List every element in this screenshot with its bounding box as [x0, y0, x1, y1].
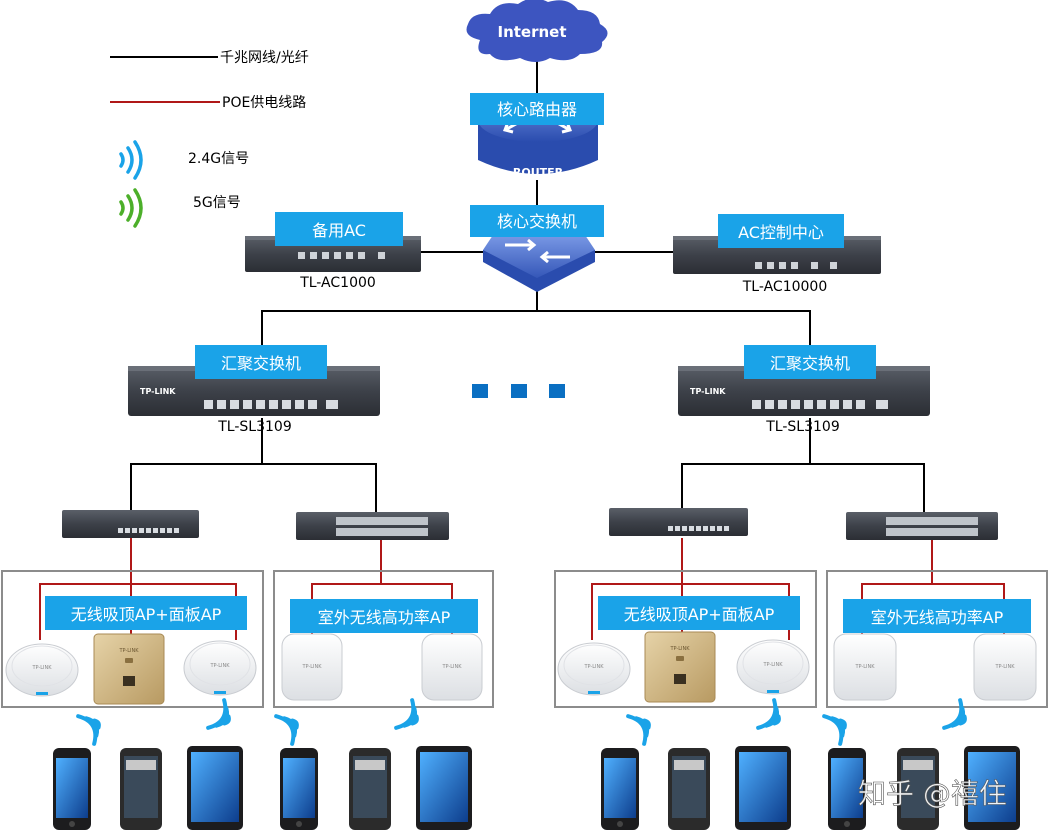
svg-text:TP-LINK: TP-LINK	[441, 664, 462, 670]
core-switch: 核心交换机	[470, 205, 604, 292]
svg-text:TP-LINK: TP-LINK	[762, 662, 783, 668]
smartphone-icon	[53, 748, 91, 830]
tablet-icon	[416, 746, 472, 830]
legend-poe-label: POE供电线路	[222, 95, 306, 111]
wifi-24g-icon	[394, 698, 419, 730]
ceiling-left-label: 无线吸顶AP+面板AP	[71, 605, 222, 624]
agg-right-label-box	[744, 345, 876, 379]
outdoor-right-label: 室外无线高功率AP	[871, 608, 1004, 627]
legend-24g-label: 2.4G信号	[188, 151, 249, 167]
more-dots	[472, 384, 565, 398]
smartphone-icon	[349, 748, 391, 830]
svg-text:TP-LINK: TP-LINK	[118, 648, 139, 654]
access-switch-2	[296, 512, 449, 540]
ethernet-links	[130, 55, 925, 512]
wifi-24g-icon	[822, 714, 847, 746]
client-devices	[53, 746, 1020, 830]
agg-right-model: TL-SL3109	[765, 419, 839, 435]
router-badge: ROUTER	[513, 166, 564, 179]
ceiling-ap: TP-LINK	[5, 643, 79, 697]
backup-ac-label-box	[275, 212, 403, 246]
ceiling-left-label-box	[45, 596, 247, 630]
smartphone-icon	[280, 748, 318, 830]
outdoor-right-label-box	[843, 599, 1031, 633]
wifi-24g-icon	[626, 714, 651, 746]
outdoor-left-label-box	[290, 599, 478, 633]
ceiling-right-label: 无线吸顶AP+面板AP	[624, 605, 775, 624]
backup-ac-label: 备用AC	[312, 221, 366, 240]
panel-ap: TP-LINK	[644, 631, 716, 703]
ap-group-ceiling-right	[554, 570, 817, 708]
svg-text:TP-LINK: TP-LINK	[994, 664, 1015, 670]
ceiling-right-label-box	[598, 596, 800, 630]
ac-control-center: AC控制中心 TL-AC10000	[673, 214, 881, 295]
ap-group-ceiling-left	[1, 570, 264, 708]
core-switch-label-box	[470, 205, 604, 237]
outdoor-left-label: 室外无线高功率AP	[318, 608, 451, 627]
agg-right-brand: TP-LINK	[690, 387, 726, 396]
svg-text:TP-LINK: TP-LINK	[669, 646, 690, 652]
backup-ac: 备用AC TL-AC1000	[245, 212, 421, 291]
ac-center-model: TL-AC10000	[742, 279, 828, 295]
router-label: 核心路由器	[497, 100, 577, 119]
smartphone-icon	[601, 748, 639, 830]
access-switch-1	[62, 510, 199, 538]
legend-5g-label: 5G信号	[193, 195, 241, 211]
tablet-icon	[735, 746, 791, 830]
internet-cloud: Internet	[466, 0, 608, 62]
watermark: 知乎 @禧住	[858, 777, 1007, 810]
ac-center-label-box	[718, 214, 844, 248]
legend: 千兆网线/光纤 POE供电线路 2.4G信号 5G信号	[110, 50, 309, 228]
agg-left-label-box	[195, 345, 327, 379]
outdoor-ap: TP-LINK	[281, 633, 343, 701]
ap-group-outdoor-left	[273, 570, 494, 708]
tablet-icon	[964, 746, 1020, 830]
agg-left-brand: TP-LINK	[140, 387, 176, 396]
wifi-24g-icon	[942, 698, 967, 730]
ap-group-outdoor-right	[826, 570, 1048, 708]
wifi-signal-icons	[76, 698, 967, 746]
agg-left-label: 汇聚交换机	[221, 354, 301, 373]
wifi-24g-icon	[274, 714, 299, 746]
internet-label: Internet	[497, 23, 566, 41]
access-switch-4	[846, 512, 998, 540]
wifi-24g-icon	[756, 698, 781, 730]
panel-ap: TP-LINK	[93, 633, 165, 705]
agg-left-model: TL-SL3109	[217, 419, 291, 435]
svg-text:TP-LINK: TP-LINK	[583, 664, 604, 670]
smartphone-icon	[897, 748, 939, 830]
smartphone-icon	[120, 748, 162, 830]
ceiling-ap: TP-LINK	[557, 642, 631, 696]
legend-ethernet-label: 千兆网线/光纤	[220, 50, 309, 66]
outdoor-ap: TP-LINK	[973, 633, 1037, 701]
wifi-24g-icon	[119, 140, 143, 180]
tablet-icon	[187, 746, 243, 830]
agg-right-label: 汇聚交换机	[770, 354, 850, 373]
ac-center-label: AC控制中心	[738, 223, 824, 242]
ceiling-ap: TP-LINK	[183, 640, 257, 696]
smartphone-icon	[828, 748, 866, 830]
agg-switch-right: TP-LINK 汇聚交换机 TL-SL3109	[678, 345, 930, 435]
outdoor-ap: TP-LINK	[833, 633, 897, 701]
agg-switch-left: TP-LINK 汇聚交换机 TL-SL3109	[128, 345, 380, 435]
outdoor-ap: TP-LINK	[421, 633, 483, 701]
svg-text:TP-LINK: TP-LINK	[209, 663, 230, 669]
ceiling-ap: TP-LINK	[736, 639, 810, 695]
access-switch-3	[609, 508, 748, 536]
wifi-24g-icon	[206, 698, 231, 730]
smartphone-icon	[668, 748, 710, 830]
svg-text:TP-LINK: TP-LINK	[854, 664, 875, 670]
wifi-5g-icon	[119, 188, 143, 228]
svg-text:TP-LINK: TP-LINK	[301, 664, 322, 670]
svg-text:TP-LINK: TP-LINK	[31, 665, 52, 671]
wifi-24g-icon	[76, 714, 101, 746]
router-label-box	[470, 93, 604, 125]
core-router: ROUTER 核心路由器	[470, 93, 604, 179]
backup-ac-model: TL-AC1000	[299, 275, 376, 291]
core-switch-label: 核心交换机	[497, 212, 577, 231]
switch-arrows-icon	[505, 238, 570, 264]
